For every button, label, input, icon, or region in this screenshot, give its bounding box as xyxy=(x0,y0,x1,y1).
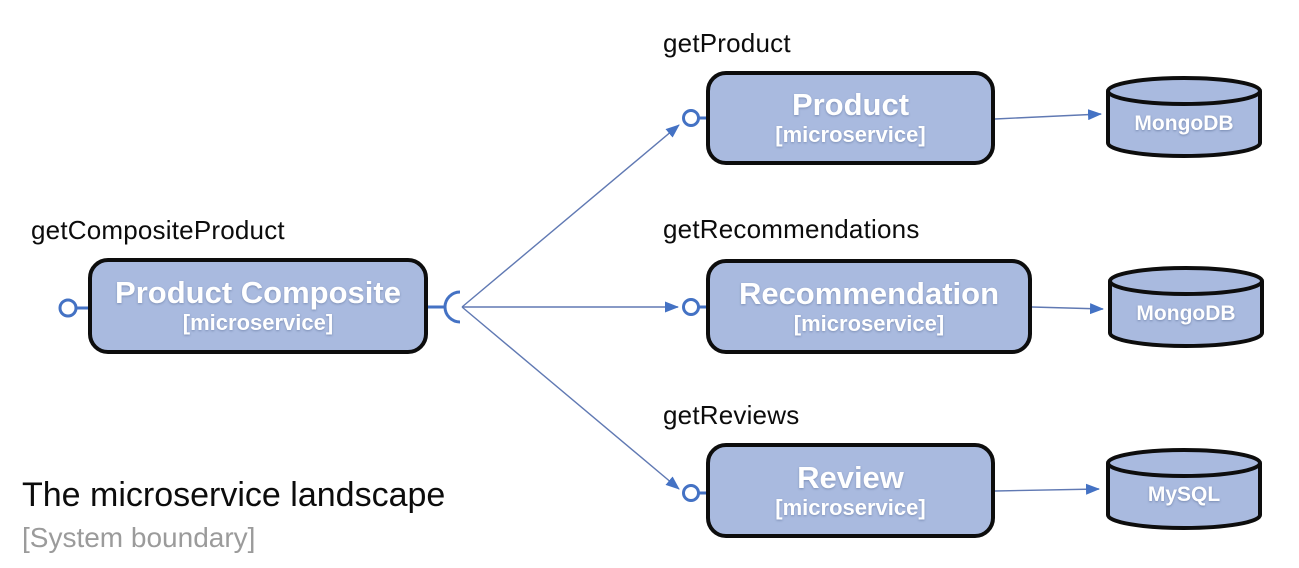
node-stereotype: [microservice] xyxy=(775,122,926,147)
node-product: Product [microservice] xyxy=(706,71,995,165)
provided-interface-icon xyxy=(58,298,78,318)
node-name: Review xyxy=(797,459,904,495)
diagram-subtitle: [System boundary] xyxy=(22,522,256,553)
operation-label-getproduct: getProduct xyxy=(663,28,791,58)
provided-interface-icon xyxy=(682,484,700,502)
db-arrow-product xyxy=(994,109,1102,121)
database-cylinder-mongodb-recommendation xyxy=(1108,266,1264,348)
node-name: Product xyxy=(791,87,910,122)
db-arrow-review xyxy=(994,483,1100,495)
node-stereotype: [microservice] xyxy=(182,310,334,335)
required-interface-icon xyxy=(443,290,461,324)
diagram-title: The microservice landscape xyxy=(22,476,446,514)
database-label-mysql-review: MySQL xyxy=(1147,483,1221,506)
node-recommendation: Recommendation [microservice] xyxy=(706,259,1032,354)
db-arrow-recommendation xyxy=(1031,303,1104,315)
node-stereotype: [microservice] xyxy=(775,494,926,520)
provided-interface-icon xyxy=(682,109,700,127)
provided-interface-icon xyxy=(682,298,700,316)
call-line-getproduct xyxy=(461,124,680,308)
operation-label-getcompositeproduct: getCompositeProduct xyxy=(31,215,285,245)
operation-label-getrecommendations: getRecommendations xyxy=(663,214,920,244)
node-name: Product Composite xyxy=(115,275,401,310)
database-label-mongodb-product: MongoDB xyxy=(1134,112,1234,135)
node-stereotype: [microservice] xyxy=(793,310,945,336)
node-review: Review [microservice] xyxy=(706,443,995,538)
database-label-mongodb-recommendation: MongoDB xyxy=(1136,302,1236,325)
node-product-composite: Product Composite [microservice] xyxy=(88,258,428,354)
operation-label-getreviews: getReviews xyxy=(663,400,800,430)
node-name: Recommendation xyxy=(738,275,1000,311)
call-line-getreviews xyxy=(461,306,680,490)
database-cylinder-mongodb-product xyxy=(1106,76,1262,158)
database-cylinder-mysql-review xyxy=(1106,448,1262,530)
